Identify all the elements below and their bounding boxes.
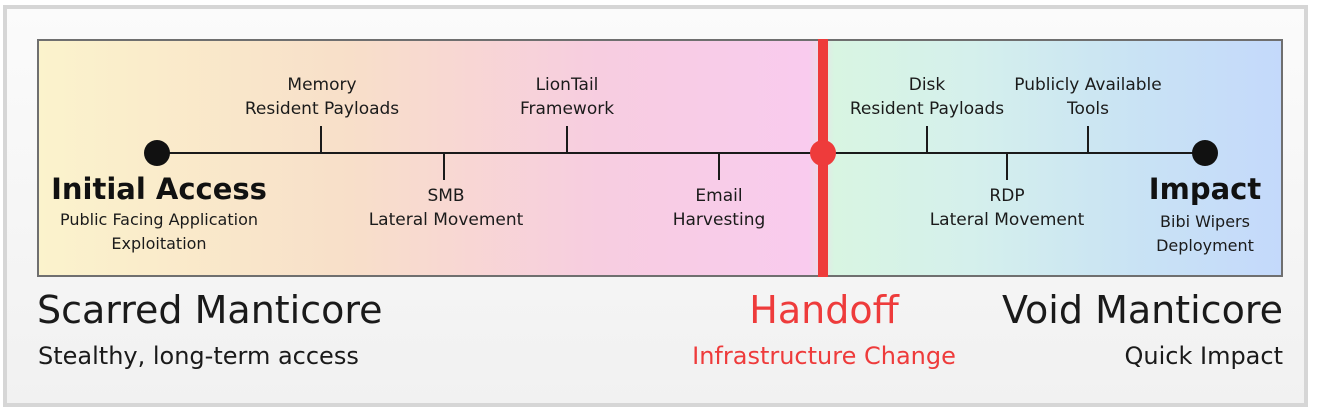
event-smb-lateral-movement: SMB Lateral Movement bbox=[368, 186, 524, 230]
start-title: Initial Access bbox=[51, 172, 267, 206]
event-disk-resident-payloads: Disk Resident Payloads bbox=[849, 75, 1005, 119]
end-title: Impact bbox=[1148, 172, 1262, 206]
event-memory-resident-payloads: Memory Resident Payloads bbox=[244, 75, 400, 119]
handoff-desc: Infrastructure Change bbox=[692, 342, 956, 370]
start-desc: Public Facing Application Exploitation bbox=[60, 210, 258, 253]
actor-right-name: Void Manticore bbox=[1002, 288, 1283, 332]
end-dot bbox=[1192, 140, 1218, 166]
actor-left-name: Scarred Manticore bbox=[37, 288, 383, 332]
event-email-harvesting: Email Harvesting bbox=[672, 186, 766, 230]
actor-left-desc: Stealthy, long-term access bbox=[38, 342, 359, 370]
handoff-dot bbox=[810, 140, 836, 166]
actor-right-desc: Quick Impact bbox=[1124, 342, 1284, 370]
end-desc: Bibi Wipers Deployment bbox=[1156, 212, 1254, 255]
event-publicly-available-tools: Publicly Available Tools bbox=[1014, 75, 1162, 119]
event-rdp-lateral-movement: RDP Lateral Movement bbox=[929, 186, 1085, 230]
event-liontail-framework: LionTail Framework bbox=[519, 75, 615, 119]
handoff-name: Handoff bbox=[749, 288, 899, 332]
start-dot bbox=[144, 140, 170, 166]
timeline-band bbox=[37, 39, 1283, 277]
